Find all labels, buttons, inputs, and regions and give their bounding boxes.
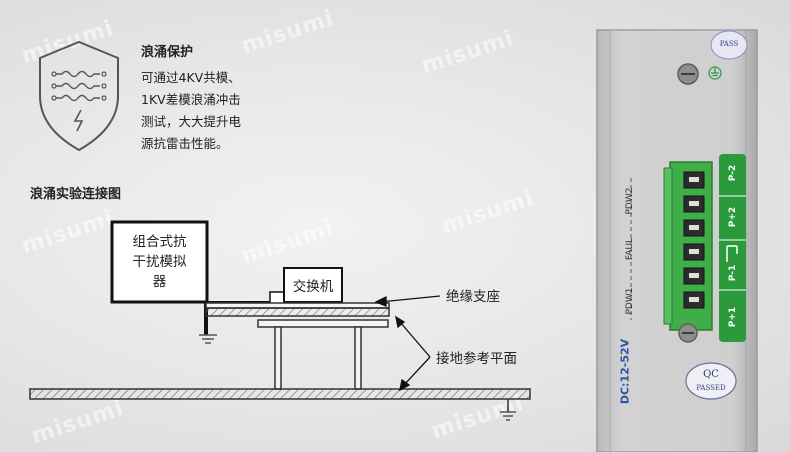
generator-box bbox=[110, 220, 209, 304]
qc-sticker-bottom-text: PASSED bbox=[696, 384, 726, 392]
side-label-pdw1: PDW1 bbox=[625, 287, 635, 315]
qc-passed-sticker bbox=[685, 362, 737, 400]
diagram-title: 浪涌实验连接图 bbox=[30, 187, 122, 202]
terminal-label-p+1: P+1 bbox=[728, 306, 738, 328]
surge-test-diagram bbox=[29, 220, 531, 421]
pass-sticker bbox=[710, 30, 748, 60]
ground-reference-plane-label: 接地参考平面 bbox=[436, 351, 517, 367]
terminal-label-p-1: P-1 bbox=[728, 264, 738, 282]
voltage-label: DC:12-52V bbox=[618, 338, 632, 405]
insulation-support-label: 绝缘支座 bbox=[446, 289, 500, 305]
surge-protection-description: 可通过4KV共模、 1KV差模浪涌冲击 测试，大大提升电 源抗雷击性能。 bbox=[141, 70, 242, 151]
qc-sticker-top-text: QC bbox=[703, 369, 719, 380]
table-top bbox=[257, 319, 389, 328]
pass-sticker-text: PASS bbox=[719, 40, 739, 48]
ground-reference-plane bbox=[29, 388, 531, 400]
power-supply-device bbox=[596, 29, 758, 452]
ground-plate bbox=[205, 307, 390, 317]
terminal-label-p-2: P-2 bbox=[728, 164, 738, 182]
generator-label: 组合式抗 干扰模拟 器 bbox=[132, 234, 187, 290]
surge-protection-title: 浪涌保护 bbox=[141, 45, 194, 60]
switch-label: 交换机 bbox=[292, 279, 334, 295]
switch-box bbox=[283, 267, 343, 303]
shield-icon bbox=[39, 40, 119, 152]
ground-symbol-icon bbox=[708, 66, 722, 80]
side-label-faul: FAUL bbox=[625, 237, 635, 261]
terminal-block bbox=[663, 161, 713, 331]
terminal-label-strip bbox=[719, 154, 746, 342]
side-label-pdw2: PDW2 bbox=[625, 187, 635, 215]
terminal-label-p+2: P+2 bbox=[728, 206, 738, 228]
